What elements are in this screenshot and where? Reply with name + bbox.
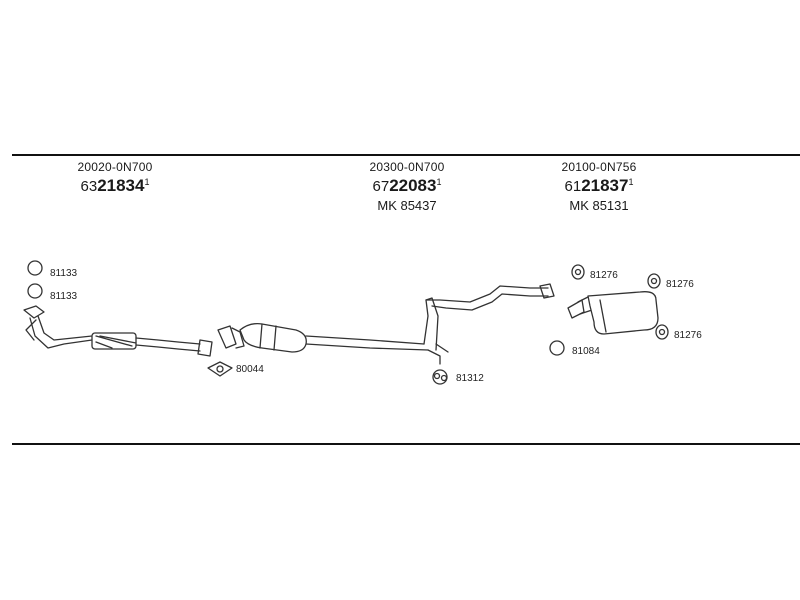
ring-icon [27, 260, 43, 276]
part-label: 81084 [572, 346, 600, 357]
top-divider [12, 154, 800, 156]
part-label: 81276 [674, 330, 702, 341]
oe-number: 20300-0N700 [369, 160, 445, 174]
front-pipe [23, 305, 213, 357]
part-number: 61218371 [544, 176, 654, 196]
gasket-icon [207, 361, 233, 377]
part-label: 80044 [236, 364, 264, 375]
part-number-main: 21837 [581, 176, 629, 195]
part-number-prefix: 67 [372, 178, 390, 195]
part-number-prefix: 61 [564, 178, 582, 195]
bottom-divider [12, 443, 800, 445]
part-label: 81276 [590, 270, 618, 281]
part-group-front: 20020-0N700 63218341 [60, 160, 170, 196]
part-label: 81133 [50, 268, 78, 279]
mk-number: MK 85131 [569, 198, 629, 213]
ring-icon [27, 283, 43, 299]
part-number: 67220831 [352, 176, 462, 196]
part-number: 63218341 [60, 176, 170, 196]
part-number-sup: 1 [628, 177, 634, 187]
oe-number: 20100-0N756 [561, 160, 637, 174]
part-label: 81312 [456, 373, 484, 384]
ring-icon [549, 340, 565, 356]
hanger-icon [647, 273, 661, 289]
part-number-main: 22083 [389, 176, 437, 195]
middle-pipe [217, 283, 555, 365]
part-label: 81133 [50, 291, 78, 302]
hanger-icon [655, 324, 669, 340]
hanger-icon [571, 264, 585, 280]
part-group-middle: 20300-0N700 67220831 MK 85437 [352, 160, 462, 213]
part-number-sup: 1 [436, 177, 442, 187]
part-number-sup: 1 [144, 177, 150, 187]
part-number-prefix: 63 [80, 178, 98, 195]
part-group-rear: 20100-0N756 61218371 MK 85131 [544, 160, 654, 213]
part-label: 81276 [666, 279, 694, 290]
mk-number: MK 85437 [377, 198, 437, 213]
oe-number: 20020-0N700 [77, 160, 153, 174]
rear-muffler [567, 291, 659, 335]
part-number-main: 21834 [97, 176, 145, 195]
hanger-icon [432, 369, 448, 385]
